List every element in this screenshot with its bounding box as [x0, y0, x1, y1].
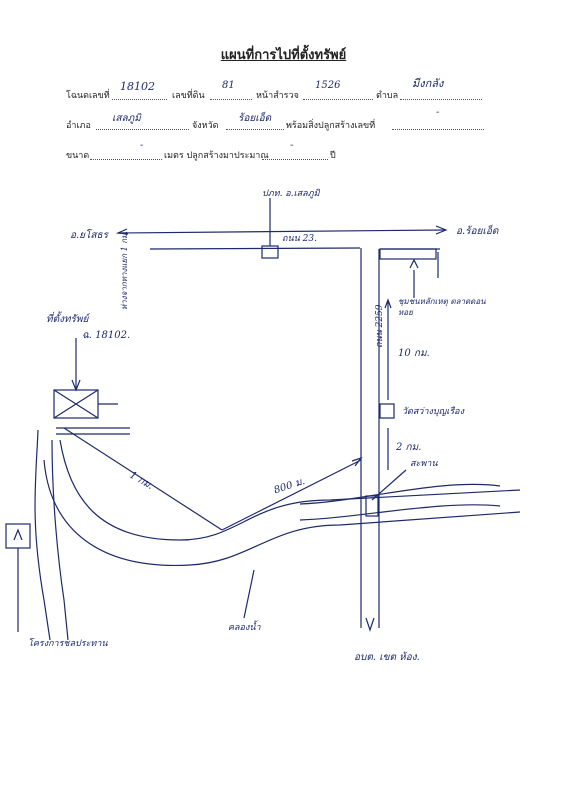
size-dots — [90, 159, 162, 160]
west-arrow-icon — [115, 228, 129, 235]
vertical-note: ห่างจากทางแยก 1 กม. — [120, 231, 129, 310]
main-road-bottom-line-left — [149, 247, 361, 250]
canal-line-top — [59, 439, 521, 541]
subdistrict-label: ตำบล — [376, 91, 399, 101]
dist-2km-label: 2 กม. — [396, 442, 422, 453]
page-title: แผนที่การไปที่ตั้งทรัพย์ — [220, 48, 347, 63]
community-note-label: ชุมชนหลักเหตุ ตลาดดอนหอย — [398, 297, 486, 317]
survey-page-value: 1526 — [315, 80, 341, 91]
bracket-up-arrow-icon — [384, 298, 392, 309]
canal-wave-b — [299, 504, 501, 521]
subdistrict-value: มีงกลัง — [412, 77, 444, 90]
route-arrow-icon — [351, 456, 363, 467]
canal-leader-line — [243, 569, 255, 619]
deed-value: 18102 — [120, 80, 155, 93]
temple-label: วัดสว่างบุญเรือง — [402, 407, 464, 417]
size-unit-label: เมตร ปลูกสร้างมาประมาณ — [164, 151, 269, 161]
north-marker-box — [261, 245, 279, 259]
irrigation-line-b — [51, 439, 69, 641]
property-arrow-icon — [71, 379, 81, 392]
irrigation-label: โครงการชลประทาน — [28, 639, 108, 649]
property-deed-label: ฉ. 18102. — [82, 330, 131, 341]
community-arrow-icon — [409, 258, 419, 269]
irrigation-arrow-icon — [13, 528, 23, 541]
west-destination-label: อ.ยโสธร — [70, 230, 108, 241]
corner-box — [379, 248, 437, 260]
land-no-dots — [210, 99, 252, 100]
with-building-value: - — [436, 107, 440, 118]
property-box-cross-b — [53, 389, 99, 419]
size-label: ขนาด — [66, 151, 90, 161]
age-dots — [262, 159, 328, 160]
property-label: ที่ตั้งทรัพย์ — [46, 314, 89, 325]
district-dots — [96, 129, 189, 130]
canal-label: คลองน้ำ — [228, 623, 261, 633]
temple-box — [379, 403, 395, 419]
deed-label: โฉนดเลขที่ — [66, 91, 110, 101]
canal-wave-a — [299, 483, 501, 505]
survey-page-label: หน้าสำรวจ — [256, 91, 299, 101]
north-marker-label: ปภท. อ.เสลภูมิ — [262, 189, 320, 199]
survey-page-dots — [303, 99, 373, 100]
route-line-800m — [221, 459, 362, 531]
subdistrict-dots — [400, 99, 482, 100]
province-label: จังหวัด — [192, 121, 219, 131]
with-building-dots — [392, 129, 484, 130]
side-road-label: ถนน 2259 — [375, 304, 385, 348]
east-arrow-icon — [435, 225, 448, 235]
south-destination-label: อบต. เขต ห้อง. — [354, 652, 420, 663]
canal-line-bottom — [43, 459, 521, 567]
east-destination-label: อ.ร้อยเอ็ด — [456, 226, 499, 237]
province-dots — [226, 129, 284, 130]
land-no-value: 81 — [222, 80, 235, 91]
bridge-label: สะพาน — [410, 459, 438, 469]
dist-10km-label: 10 กม. — [398, 348, 430, 359]
age-value: - — [290, 140, 294, 151]
district-value: เสลภูมิ — [112, 113, 141, 124]
irrigation-box — [5, 523, 31, 549]
district-label: อำเภอ — [66, 121, 91, 131]
province-value: ร้อยเอ็ด — [238, 113, 272, 124]
size-value: - — [140, 140, 144, 151]
route-line-1km — [63, 427, 223, 531]
south-arrow-icon — [365, 617, 375, 632]
year-label: ปี — [330, 151, 336, 161]
deed-dots — [112, 99, 167, 100]
with-building-label: พร้อมสิ่งปลูกสร้างเลขที่ — [286, 121, 376, 131]
main-road-top-line — [117, 229, 446, 234]
land-no-label: เลขที่ดิน — [172, 91, 205, 101]
main-road-label: ถนน 23. — [282, 234, 317, 244]
bridge-leader-line — [371, 469, 407, 501]
irrigation-line-a — [34, 429, 51, 641]
